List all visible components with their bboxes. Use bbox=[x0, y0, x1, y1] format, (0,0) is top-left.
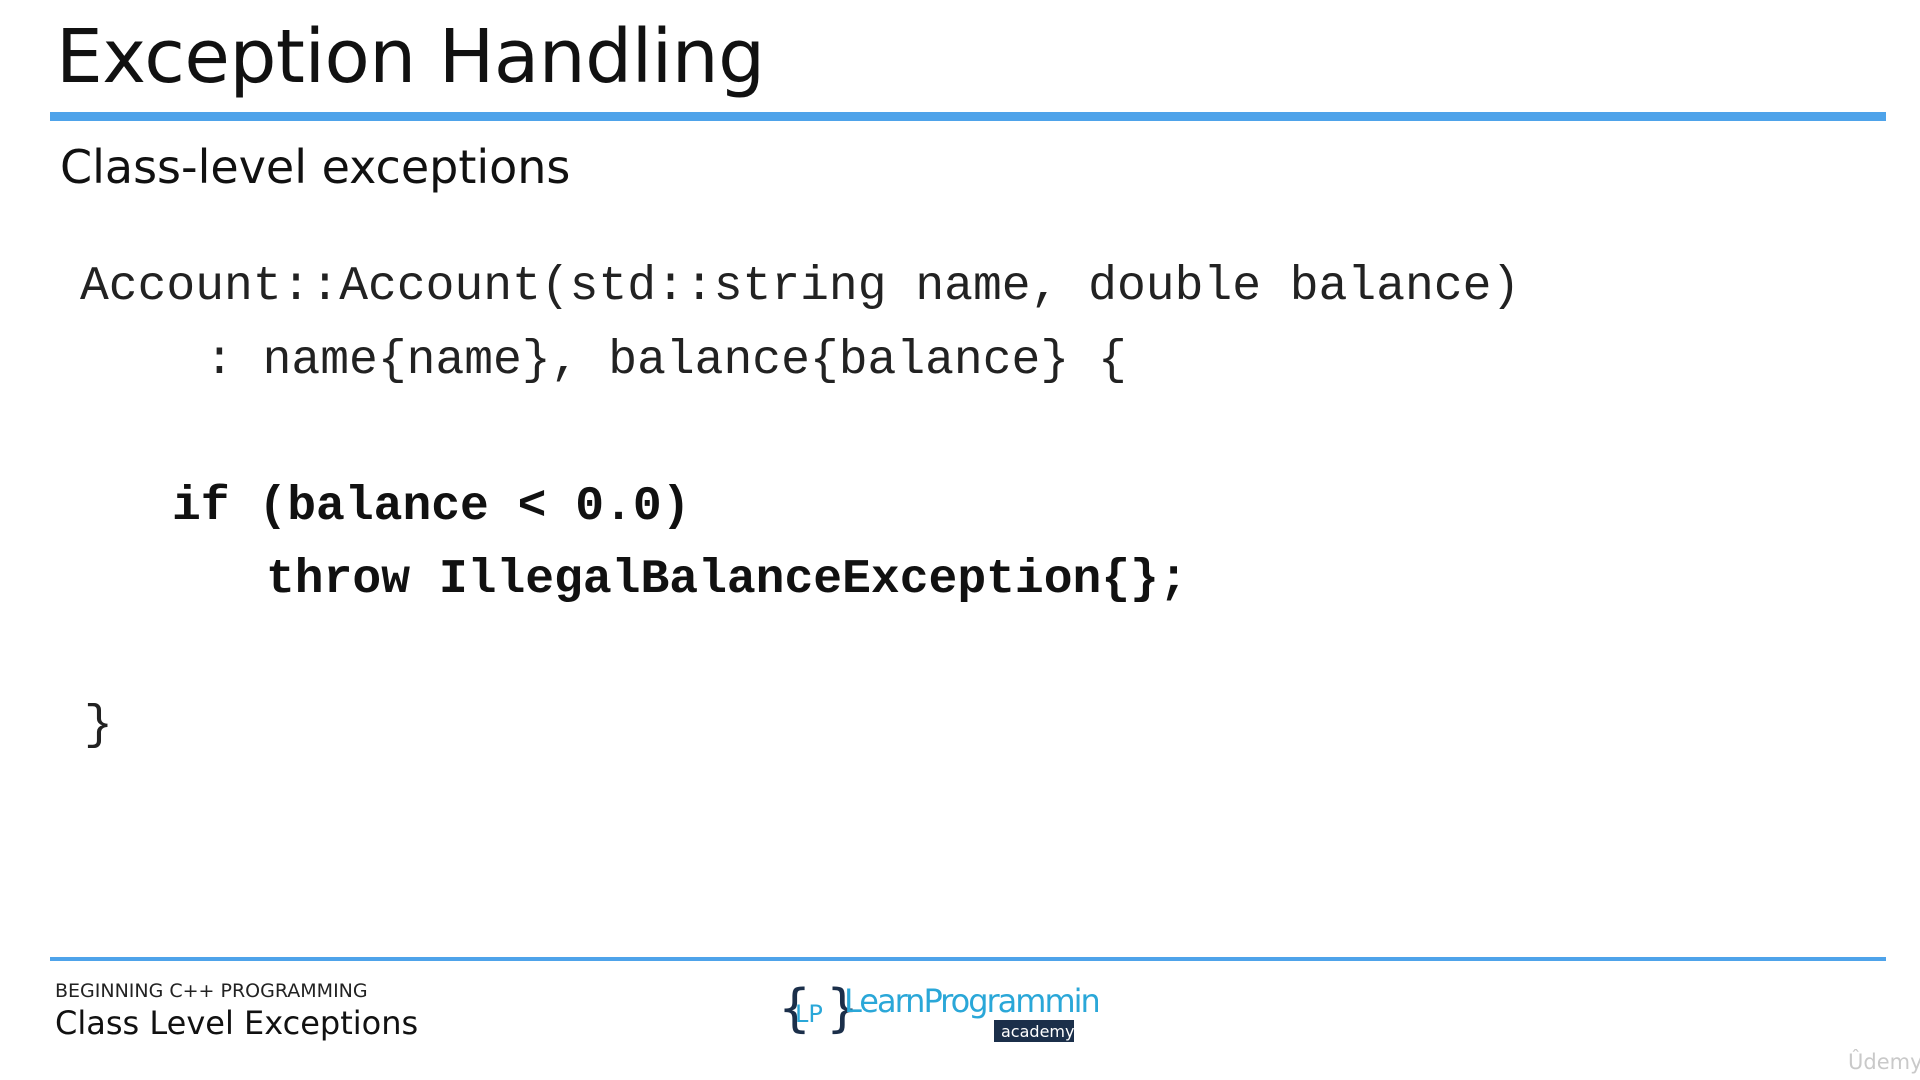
slide-subtitle: Class-level exceptions bbox=[60, 140, 571, 194]
code-line-initializer: : name{name}, balance{balance} { bbox=[205, 334, 1127, 388]
lecture-name: Class Level Exceptions bbox=[55, 1004, 419, 1042]
title-divider bbox=[50, 112, 1886, 121]
code-line-closing-brace: } bbox=[84, 699, 113, 753]
learnprogramming-logo: { LP } LearnProgramming academy bbox=[778, 979, 1098, 1042]
udemy-watermark: Ûdemy bbox=[1848, 1050, 1920, 1074]
course-name: BEGINNING C++ PROGRAMMING bbox=[55, 980, 368, 1002]
code-line-if: if (balance < 0.0) bbox=[172, 480, 691, 534]
logo-wordmark: LearnProgramming bbox=[844, 982, 1098, 1020]
code-line-constructor: Account::Account(std::string name, doubl… bbox=[80, 260, 1521, 314]
logo-mark: LP bbox=[795, 1000, 823, 1028]
code-line-throw: throw IllegalBalanceException{}; bbox=[266, 553, 1188, 607]
logo-subtext: academy bbox=[1001, 1022, 1074, 1041]
slide-title: Exception Handling bbox=[56, 14, 765, 100]
svg-text:}: } bbox=[826, 979, 859, 1039]
footer-divider bbox=[50, 957, 1886, 961]
svg-text:{: { bbox=[778, 979, 811, 1039]
